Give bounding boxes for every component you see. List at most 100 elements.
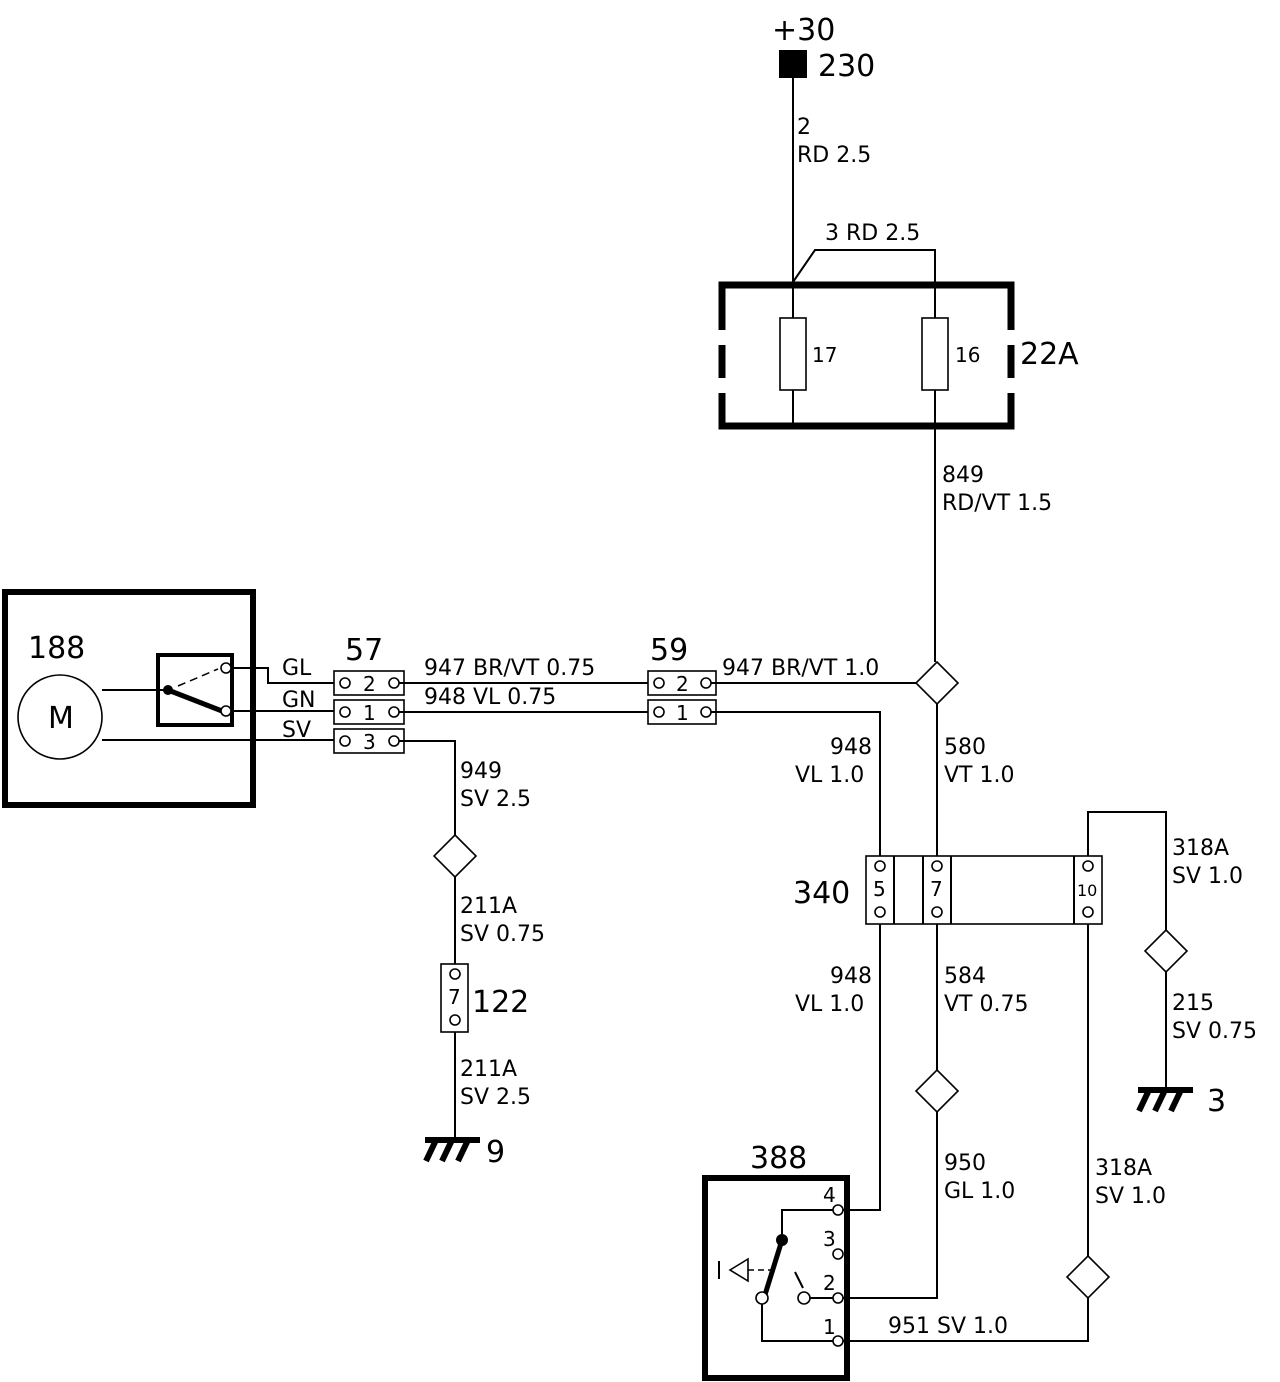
motor-unit-id: 188	[28, 631, 85, 666]
connector-122-contact-bottom	[449, 1014, 461, 1026]
wire-580-number: 580	[944, 735, 986, 760]
motor-symbol: M	[48, 701, 74, 736]
connector-57-pin-2: 2	[363, 672, 376, 696]
wire-948-b	[711, 711, 881, 856]
wire-951	[843, 1298, 1089, 1342]
switch-388-pin-4: 4	[823, 1183, 836, 1207]
splice-diamond-215	[1143, 928, 1189, 974]
fuse-box-22a	[718, 281, 1015, 430]
connector-340	[865, 855, 1103, 925]
switch-388-blade	[761, 1239, 785, 1299]
ground-3-symbol	[1136, 1087, 1193, 1113]
wire-215-spec: SV 0.75	[1172, 1019, 1257, 1044]
wire-950	[843, 1112, 938, 1299]
switch-388-contact-nc	[755, 1291, 769, 1305]
wire-849-number: 849	[942, 463, 984, 488]
connector-57-pin-1: 1	[363, 701, 376, 725]
motor-unit-188	[2, 589, 256, 808]
wire-318a-1-spec: SV 1.0	[1172, 864, 1243, 889]
connector-59	[647, 670, 717, 725]
motor-circle	[17, 674, 103, 760]
connector-340-contact-5-bottom	[874, 906, 886, 918]
connector-57-pin-3: 3	[363, 730, 376, 754]
switch-388-lead-1	[761, 1304, 833, 1342]
connector-122-id: 122	[472, 985, 529, 1020]
connector-59-pin-2: 2	[676, 672, 689, 696]
wire-2-number: 2	[797, 115, 811, 140]
fuse-16	[921, 317, 949, 391]
motor-contact-gl	[220, 662, 232, 674]
wire-584-spec: VT 0.75	[944, 992, 1028, 1017]
wire-951-label: 951 SV 1.0	[888, 1314, 1008, 1339]
fuse-17	[779, 317, 807, 391]
connector-340-contact-7-bottom	[931, 906, 943, 918]
connector-340-pin-5: 5	[873, 877, 886, 901]
switch-388-actuator-icon	[728, 1257, 749, 1283]
wire-211a-2-spec: SV 2.5	[460, 1085, 531, 1110]
wire-3	[792, 249, 936, 285]
switch-388	[702, 1175, 850, 1381]
wire-3-label: 3 RD 2.5	[825, 221, 920, 246]
wire-211a-1-number: 211A	[460, 894, 517, 919]
wire-2-spec: RD 2.5	[797, 143, 871, 168]
connector-340-id: 340	[793, 876, 850, 911]
connector-59-id: 59	[650, 633, 688, 668]
wire-947-a-label: 947 BR/VT 0.75	[424, 656, 595, 681]
wire-948-b-spec: VL 1.0	[795, 763, 864, 788]
fuse-box-id: 22A	[1020, 337, 1079, 372]
supply-terminal-label: +30	[772, 13, 835, 48]
motor-lead-gn-label: GN	[282, 688, 316, 713]
wire-949-number: 949	[460, 759, 502, 784]
fuse-17-number: 17	[812, 343, 837, 367]
connector-57-id: 57	[345, 633, 383, 668]
connector-122-pin: 7	[448, 985, 461, 1009]
ground-3-label: 3	[1207, 1084, 1226, 1119]
motor-lead-gl	[231, 667, 334, 684]
connector-340-pin-7: 7	[930, 877, 943, 901]
wire-318a-2-number: 318A	[1095, 1156, 1152, 1181]
wire-211a-1-spec: SV 0.75	[460, 922, 545, 947]
switch-388-dash	[794, 1271, 804, 1289]
splice-diamond-950	[914, 1068, 960, 1114]
wire-318a-2-spec: SV 1.0	[1095, 1184, 1166, 1209]
wire-584-number: 584	[944, 964, 986, 989]
wire-947-b-label: 947 BR/VT 1.0	[722, 656, 879, 681]
switch-388-pin-2: 2	[823, 1271, 836, 1295]
switch-388-pin-1: 1	[823, 1315, 836, 1339]
switch-388-contact-3	[832, 1248, 844, 1260]
wire-318a-1-number: 318A	[1172, 836, 1229, 861]
wire-950-number: 950	[944, 1151, 986, 1176]
wire-948-c-number: 948	[830, 964, 872, 989]
wire-949-spec: SV 2.5	[460, 787, 531, 812]
wire-318a-1	[1087, 811, 1167, 930]
supply-node-block	[779, 50, 807, 78]
wire-580-spec: VT 1.0	[944, 763, 1014, 788]
wire-215-number: 215	[1172, 991, 1214, 1016]
wire-948-a-label: 948 VL 0.75	[424, 685, 556, 710]
connector-59-pin-1: 1	[676, 701, 689, 725]
motor-lead-gl-label: GL	[282, 656, 312, 681]
switch-388-pin-3: 3	[823, 1227, 836, 1251]
switch-388-contact-no	[797, 1291, 811, 1305]
splice-diamond-947	[914, 660, 960, 706]
connector-340-contact-10-top	[1082, 860, 1094, 872]
connector-57	[333, 670, 405, 754]
splice-diamond-211a	[432, 833, 478, 879]
ground-9-symbol	[423, 1137, 480, 1163]
fuse-16-number: 16	[955, 343, 980, 367]
splice-diamond-951	[1065, 1254, 1111, 1300]
wire-211a-2-number: 211A	[460, 1057, 517, 1082]
wire-948-c-spec: VL 1.0	[795, 992, 864, 1017]
connector-340-pin-10: 10	[1077, 881, 1097, 900]
connector-122-contact-top	[449, 968, 461, 980]
supply-node-label: 230	[818, 49, 875, 84]
wire-948-b-number: 948	[830, 735, 872, 760]
motor-lead-sv-label: SV	[282, 718, 311, 743]
switch-388-lead-4	[781, 1209, 833, 1240]
motor-switch-dash	[177, 668, 219, 687]
motor-contact-gn	[220, 705, 232, 717]
ground-9-label: 9	[486, 1135, 505, 1170]
connector-340-contact-5-top	[874, 860, 886, 872]
wire-849-spec: RD/VT 1.5	[942, 491, 1052, 516]
